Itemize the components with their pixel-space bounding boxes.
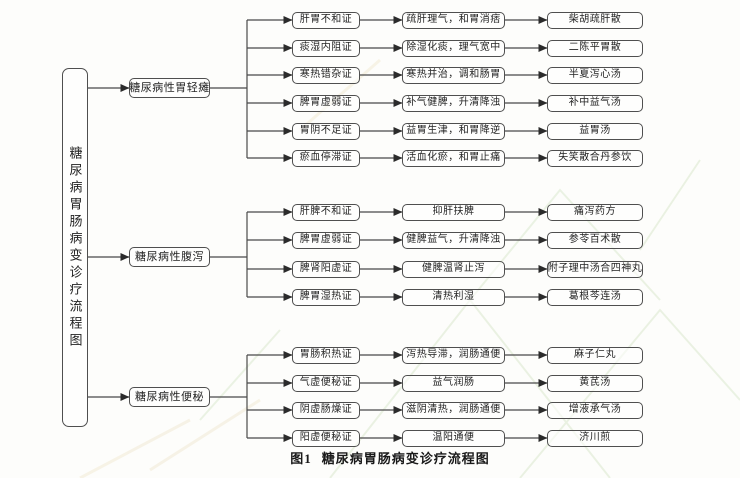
treatment-box: 抑肝扶脾 bbox=[402, 203, 505, 221]
figure-caption-label: 图1 bbox=[290, 451, 312, 466]
group3-connectors bbox=[210, 351, 548, 442]
formula-box: 柴胡疏肝散 bbox=[547, 11, 643, 29]
treatment-box: 滋阴清热，润肠通便 bbox=[402, 401, 505, 419]
syndrome-box: 寒热错杂证 bbox=[292, 66, 360, 84]
group-box-constipation: 糖尿病性便秘 bbox=[129, 387, 210, 407]
formula-box: 麻子仁丸 bbox=[547, 346, 643, 364]
syndrome-box: 脾胃湿热证 bbox=[292, 288, 360, 306]
formula-box: 补中益气汤 bbox=[547, 94, 643, 112]
syndrome-box: 肝胃不和证 bbox=[292, 11, 360, 29]
treatment-box: 健脾益气，升清降浊 bbox=[402, 231, 505, 249]
formula-box: 参苓百术散 bbox=[547, 231, 643, 249]
group-box-gastroparesis: 糖尿病性胃轻瘫 bbox=[129, 78, 210, 98]
treatment-box: 疏肝理气，和胃消痞 bbox=[402, 11, 505, 29]
formula-box: 附子理中汤合四神丸 bbox=[547, 260, 643, 278]
syndrome-box: 脾胃虚弱证 bbox=[292, 94, 360, 112]
figure-caption-title: 糖尿病胃肠病变诊疗流程图 bbox=[321, 451, 490, 466]
formula-box: 增液承气汤 bbox=[547, 401, 643, 419]
treatment-box: 益胃生津，和胃降逆 bbox=[402, 122, 505, 140]
figure-caption: 图1 糖尿病胃肠病变诊疗流程图 bbox=[200, 448, 580, 468]
formula-box: 葛根芩连汤 bbox=[547, 288, 643, 306]
treatment-box: 寒热并治，调和肠胃 bbox=[402, 66, 505, 84]
syndrome-box: 胃肠积热证 bbox=[292, 346, 360, 364]
syndrome-box: 阳虚便秘证 bbox=[292, 429, 360, 447]
formula-box: 失笑散合丹参饮 bbox=[547, 149, 643, 167]
treatment-box: 活血化瘀，和胃止痛 bbox=[402, 149, 505, 167]
treatment-box: 除湿化痰，理气宽中 bbox=[402, 39, 505, 57]
formula-box: 黄芪汤 bbox=[547, 374, 643, 392]
syndrome-box: 气虚便秘证 bbox=[292, 374, 360, 392]
treatment-box: 温阳通便 bbox=[402, 429, 505, 447]
root-title: 糖尿病胃肠病变诊疗流程图 bbox=[67, 145, 83, 350]
formula-box: 济川煎 bbox=[547, 429, 643, 447]
treatment-box: 补气健脾，升清降浊 bbox=[402, 94, 505, 112]
treatment-box: 益气润肠 bbox=[402, 374, 505, 392]
treatment-box: 清热利湿 bbox=[402, 288, 505, 306]
syndrome-box: 脾肾阳虚证 bbox=[292, 260, 360, 278]
syndrome-box: 瘀血停滞证 bbox=[292, 149, 360, 167]
formula-box: 半夏泻心汤 bbox=[547, 66, 643, 84]
treatment-box: 泻热导滞，润肠通便 bbox=[402, 346, 505, 364]
syndrome-box: 胃阴不足证 bbox=[292, 122, 360, 140]
treatment-box: 健脾温肾止泻 bbox=[402, 260, 505, 278]
root-box: 糖尿病胃肠病变诊疗流程图 bbox=[62, 68, 88, 427]
formula-box: 二陈平胃散 bbox=[547, 39, 643, 57]
formula-box: 益胃汤 bbox=[547, 122, 643, 140]
group2-connectors bbox=[210, 208, 548, 301]
syndrome-box: 脾胃虚弱证 bbox=[292, 231, 360, 249]
syndrome-box: 肝脾不和证 bbox=[292, 203, 360, 221]
syndrome-box: 阴虚肠燥证 bbox=[292, 401, 360, 419]
formula-box: 痛泻药方 bbox=[547, 203, 643, 221]
group-box-diarrhea: 糖尿病性腹泻 bbox=[129, 247, 210, 267]
syndrome-box: 痰湿内阻证 bbox=[292, 39, 360, 57]
group1-connectors bbox=[210, 16, 548, 162]
